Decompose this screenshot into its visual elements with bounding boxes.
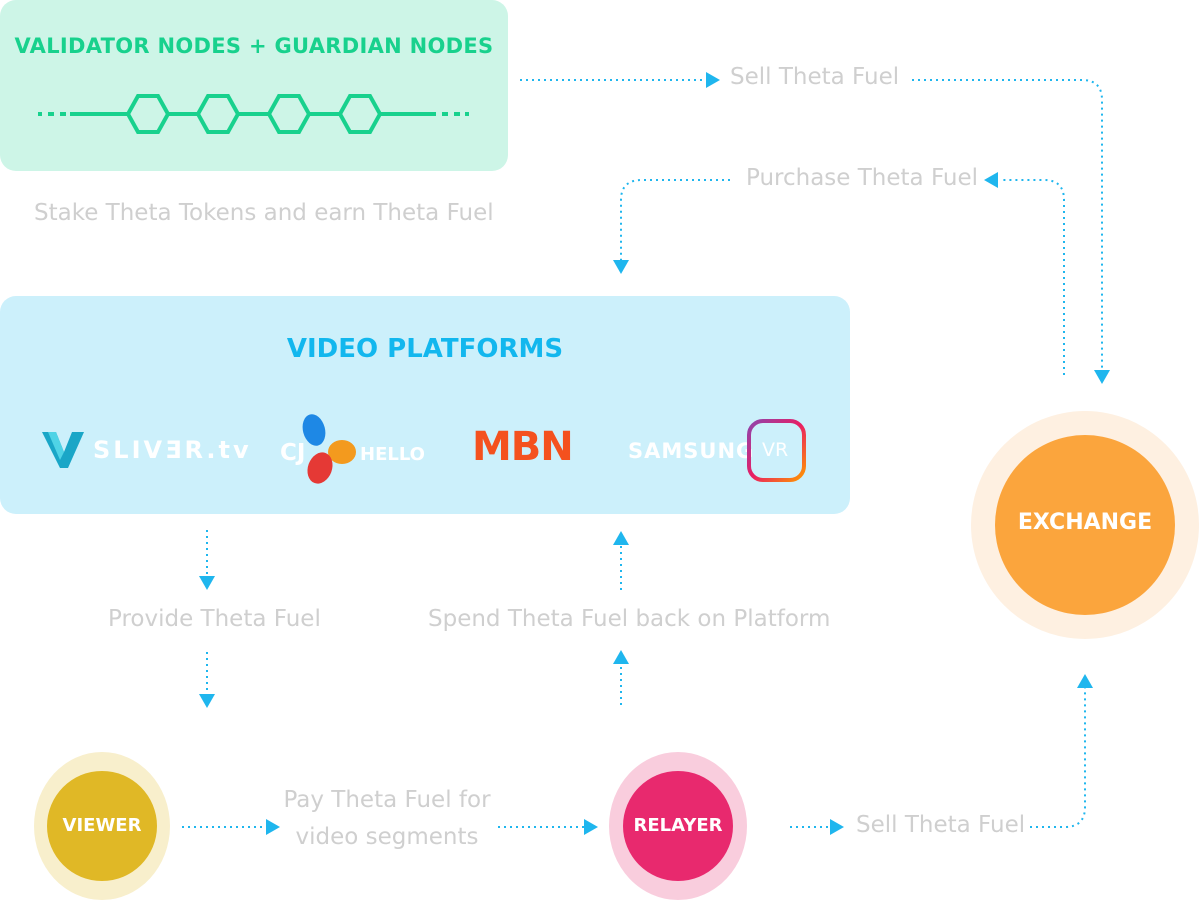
cj-logo-text: CJ (280, 440, 306, 466)
arrowhead-down (199, 694, 215, 708)
samsung-logo-text: SAMSUNG (628, 439, 755, 463)
arrow-purchase-to-platforms (620, 179, 730, 262)
sell-fuel-top-label: Sell Theta Fuel (730, 64, 900, 90)
arrowhead-right (706, 72, 720, 88)
video-platforms-title: VIDEO PLATFORMS (286, 334, 564, 364)
vr-logo-text: VR (762, 439, 789, 461)
exchange-circle (995, 435, 1175, 615)
exchange-label: EXCHANGE (1017, 510, 1153, 535)
relayer-label: RELAYER (633, 815, 723, 836)
validator-nodes-box: VALIDATOR NODES + GUARDIAN NODES (0, 0, 508, 171)
arrowhead-down (613, 260, 629, 274)
pay-fuel-label-line1: Pay Theta Fuel for (283, 787, 491, 813)
purchase-fuel-label: Purchase Theta Fuel (746, 165, 979, 191)
arrow-sell-to-exchange (912, 79, 1103, 370)
arrowhead-down (1094, 370, 1110, 384)
arrow-exchange-to-purchase (1000, 179, 1065, 375)
mbn-logo: MBN (472, 424, 574, 470)
sliver-logo-icon (42, 432, 84, 468)
arrowhead-right (584, 819, 598, 835)
arrow-sell-to-exchange-bottom (1030, 688, 1086, 828)
relayer-circle (623, 771, 733, 881)
node-chain-icon (38, 94, 469, 134)
pay-fuel-label-line2: video segments (295, 824, 479, 850)
video-platforms-box: VIDEO PLATFORMS SLIVƎR.tv CJ HELLO MBN S… (0, 296, 850, 514)
provide-fuel-label: Provide Theta Fuel (108, 606, 321, 632)
viewer-circle (47, 771, 157, 881)
cj-petal-icon (302, 414, 356, 484)
arrowhead-right (830, 819, 844, 835)
arrowhead-up (1077, 674, 1093, 688)
arrowhead-up (613, 531, 629, 545)
cj-hello-text: HELLO (360, 444, 425, 465)
arrowhead-up (613, 650, 629, 664)
validator-nodes-title: VALIDATOR NODES + GUARDIAN NODES (14, 34, 494, 58)
sell-fuel-bottom-label: Sell Theta Fuel (856, 812, 1026, 838)
spend-fuel-label: Spend Theta Fuel back on Platform (428, 606, 831, 632)
vr-badge-icon (747, 419, 806, 482)
arrowhead-right (266, 819, 280, 835)
arrowhead-down (199, 576, 215, 590)
arrowhead-left (984, 172, 998, 188)
stake-caption: Stake Theta Tokens and earn Theta Fuel (34, 200, 494, 226)
sliver-logo-text: SLIVƎR.tv (93, 436, 252, 464)
viewer-label: VIEWER (62, 815, 142, 836)
